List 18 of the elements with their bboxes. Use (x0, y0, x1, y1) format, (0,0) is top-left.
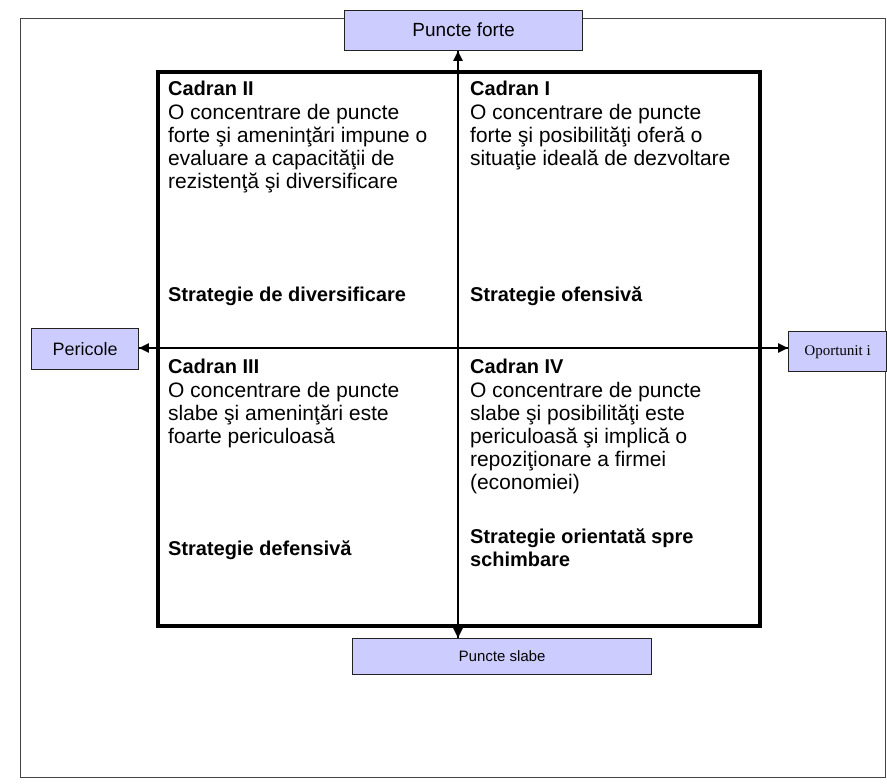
axis-label-box: Oportunit i (788, 331, 887, 372)
strategy-label: Strategie de diversificare (168, 284, 407, 307)
quadrant-description: O concentrare de puncte forte şi ameninţări impune o evaluare a capacităţii de rezistenţă şi diversificare (168, 101, 428, 193)
quadrant-heading: Cadran IV (470, 356, 564, 379)
axis-label-box: Pericole (31, 328, 139, 370)
arrow (139, 343, 788, 353)
axis-label-box: Puncte forte (344, 10, 583, 51)
strategy-label: Strategie ofensivă (470, 284, 644, 307)
quadrant-heading: Cadran II (168, 78, 255, 101)
quadrant-heading: Cadran III (168, 356, 260, 379)
strategy-label: Strategie orientată spre schimbare (470, 526, 694, 572)
quadrant-heading: Cadran I (470, 78, 552, 101)
quadrant-description: O concentrare de puncte forte şi posibilităţi oferă o situaţie ideală de dezvoltare (470, 101, 732, 170)
axis-label-box: Puncte slabe (352, 638, 652, 675)
quadrant-description: O concentrare de puncte slabe şi posibilităţi este periculoasă şi implică o repoziţionare a firmei (economiei) (470, 379, 702, 494)
strategy-label: Strategie defensivă (168, 538, 352, 561)
quadrant-description: O concentrare de puncte slabe şi ameninţări este foarte periculoasă (168, 379, 400, 448)
arrow (453, 51, 463, 638)
